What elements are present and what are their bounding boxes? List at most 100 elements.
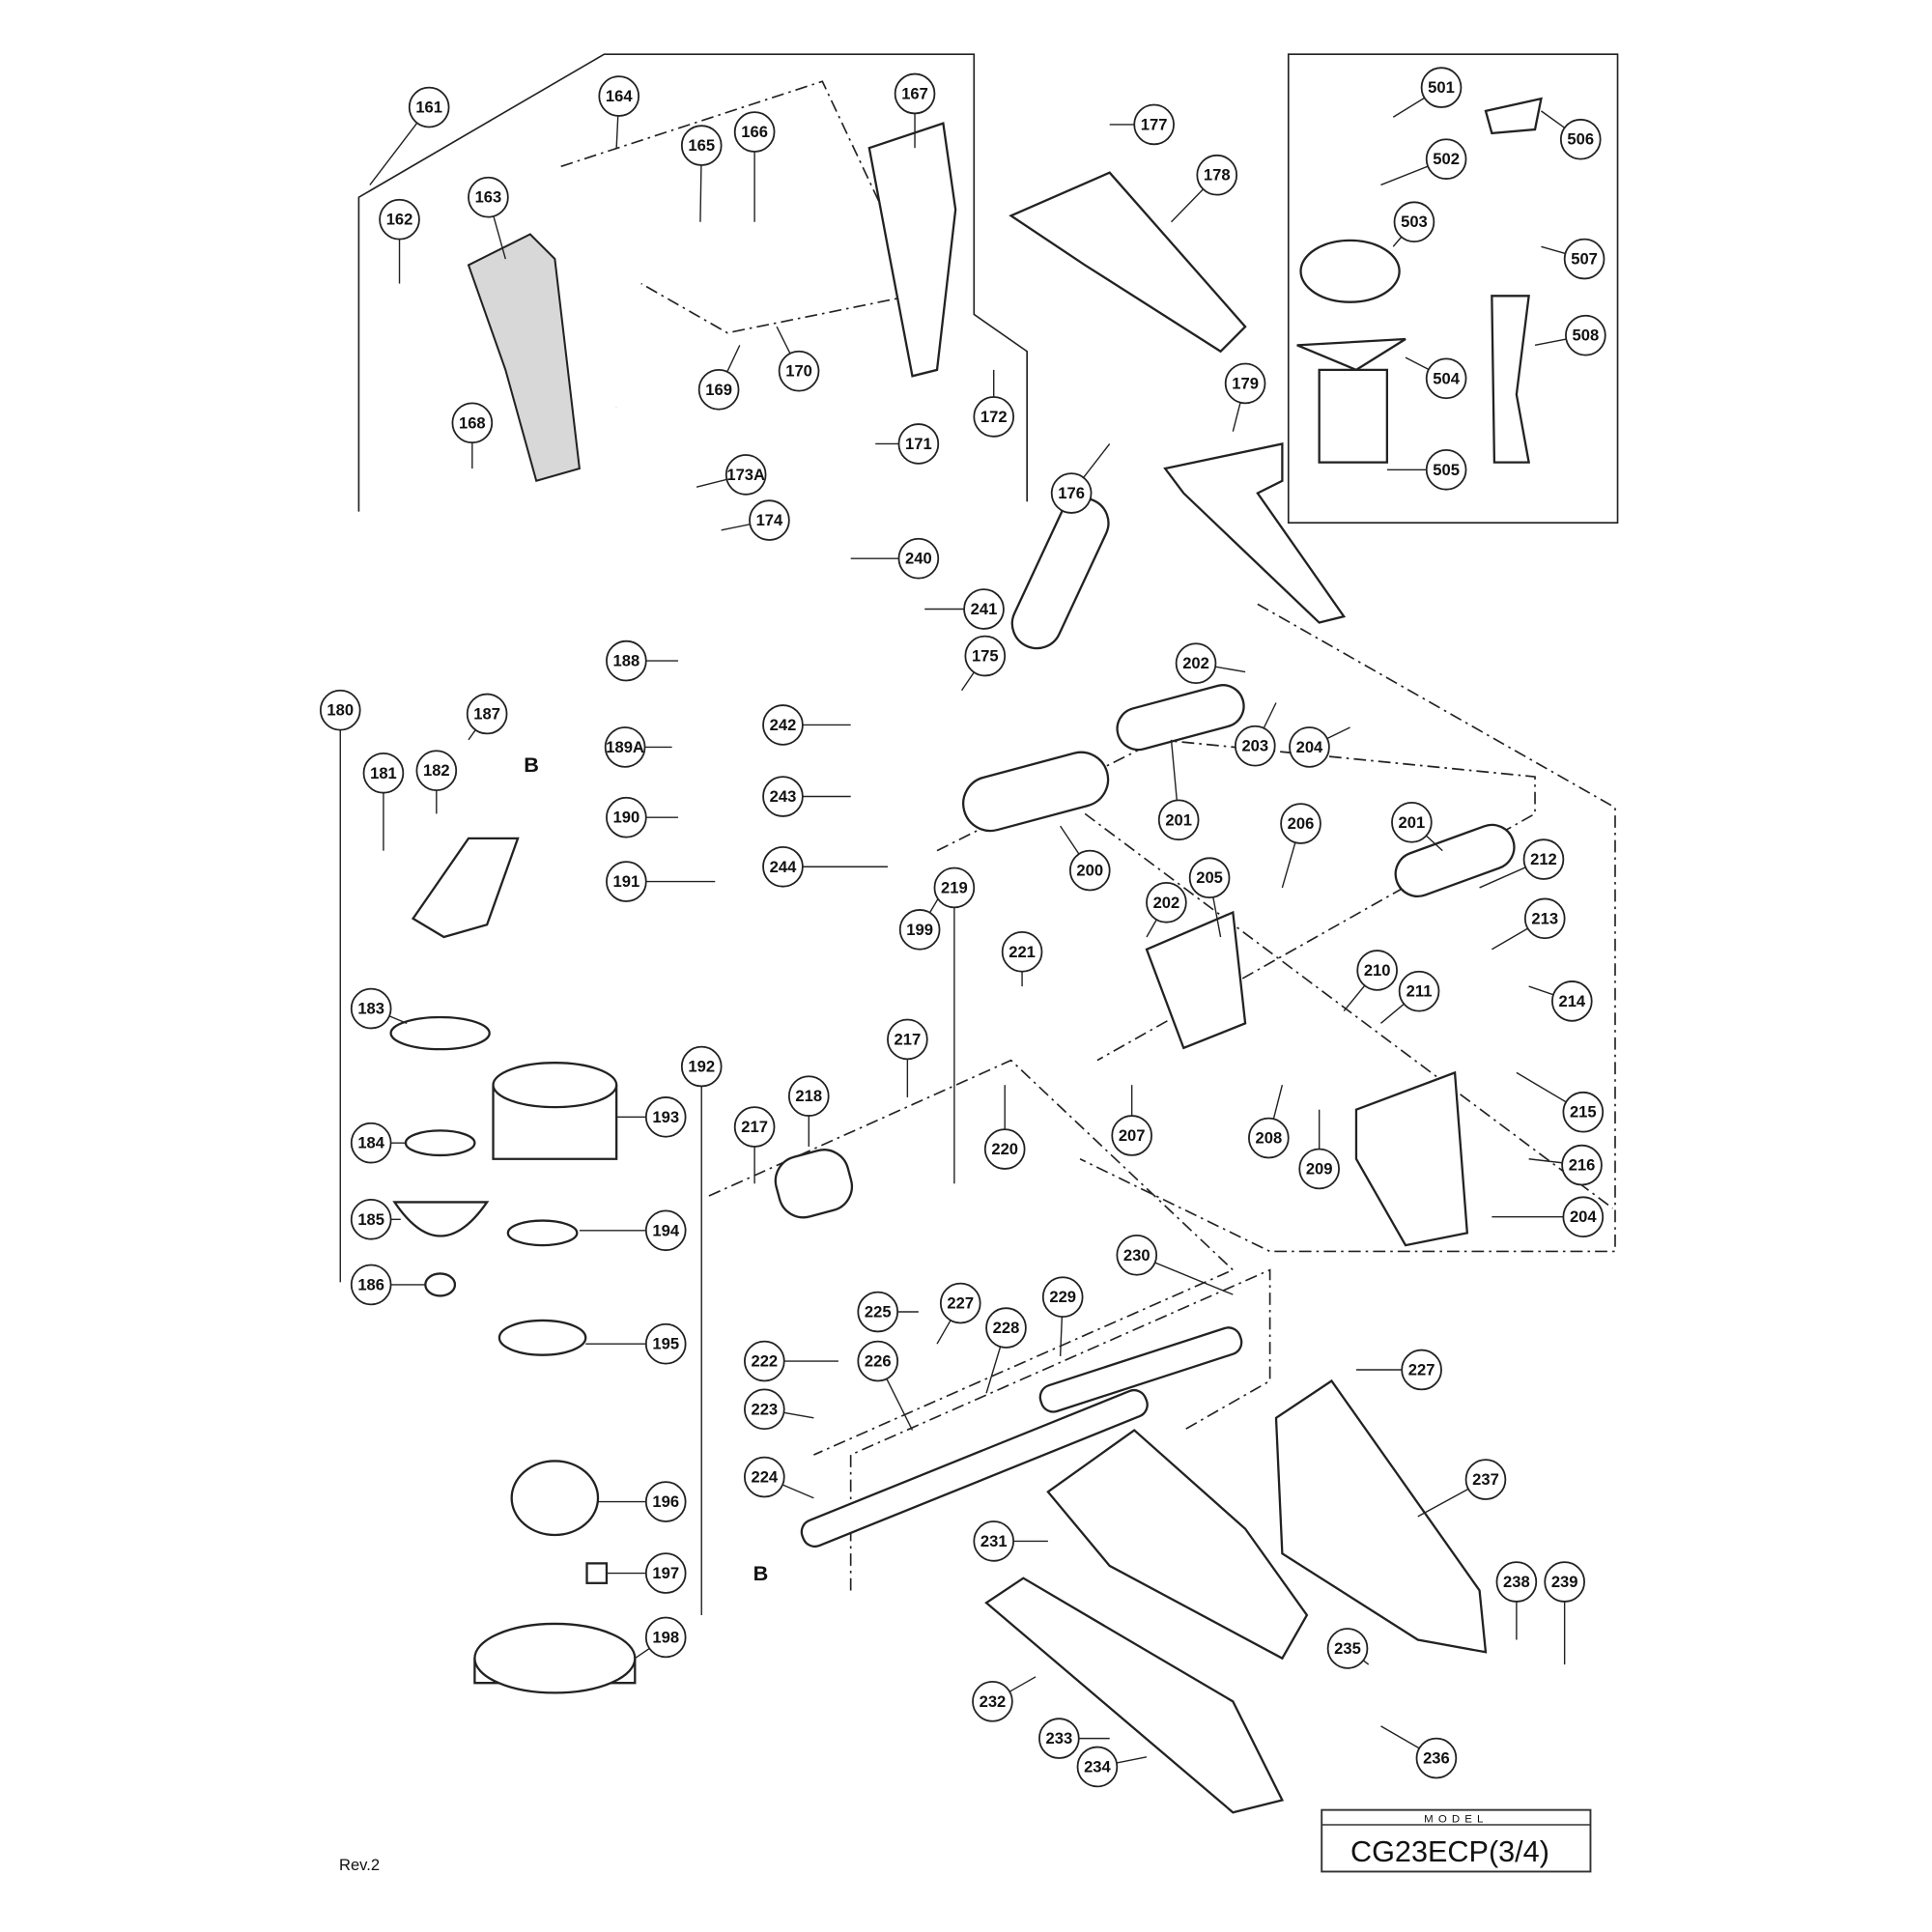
callout-circle bbox=[964, 635, 1007, 677]
callout-number: 197 bbox=[652, 1564, 679, 1582]
callout-199: 199 bbox=[898, 909, 941, 951]
callout-circle bbox=[606, 639, 647, 682]
callout-circle bbox=[939, 1282, 981, 1324]
callout-circle bbox=[1157, 799, 1200, 841]
callout-number: 166 bbox=[741, 123, 768, 141]
callout-circle bbox=[644, 1552, 687, 1594]
callout-circle bbox=[466, 693, 508, 735]
callout-number: 193 bbox=[652, 1108, 679, 1126]
callout-241: 241 bbox=[963, 588, 1005, 630]
callout-177: 177 bbox=[1133, 103, 1175, 146]
callout-circle bbox=[1280, 803, 1321, 844]
callout-number: 508 bbox=[1573, 327, 1600, 345]
callout-circle bbox=[408, 86, 450, 128]
callout-number: 228 bbox=[993, 1319, 1020, 1337]
callout-circle bbox=[606, 861, 647, 902]
callout-number: 204 bbox=[1296, 738, 1323, 756]
callout-circle bbox=[1425, 448, 1467, 491]
callout-circle bbox=[1522, 838, 1565, 880]
washer-183-part bbox=[389, 1015, 491, 1051]
callout-number: 171 bbox=[905, 435, 932, 453]
callout-circle bbox=[1001, 931, 1043, 973]
callout-number: 215 bbox=[1570, 1103, 1597, 1122]
callout-number: 214 bbox=[1558, 992, 1585, 1010]
callout-number: 234 bbox=[1084, 1757, 1111, 1776]
callout-207: 207 bbox=[1111, 1115, 1152, 1156]
callout-number: 233 bbox=[1046, 1729, 1073, 1747]
callout-number: 210 bbox=[1364, 961, 1391, 980]
callout-circle bbox=[897, 537, 940, 580]
callout-503: 503 bbox=[1393, 201, 1435, 243]
bag-505-part bbox=[1318, 368, 1389, 464]
callout-number: 232 bbox=[980, 1692, 1007, 1711]
callout-number: 203 bbox=[1241, 737, 1268, 755]
callout-219: 219 bbox=[933, 867, 976, 909]
handle-cover-part bbox=[867, 122, 957, 378]
callout-circle bbox=[1401, 1349, 1442, 1391]
callout-186: 186 bbox=[350, 1264, 392, 1306]
callout-187: 187 bbox=[466, 693, 508, 735]
callout-242: 242 bbox=[762, 704, 804, 746]
divider-line bbox=[1084, 812, 1613, 1209]
callout-507: 507 bbox=[1563, 238, 1605, 280]
callout-number: 168 bbox=[459, 413, 486, 432]
boundaries bbox=[357, 53, 1619, 1591]
callout-235: 235 bbox=[1326, 1628, 1369, 1669]
callout-circle bbox=[762, 704, 804, 746]
callout-number: 227 bbox=[947, 1294, 974, 1313]
callout-number: 167 bbox=[901, 85, 928, 103]
callout-number: 237 bbox=[1472, 1470, 1499, 1489]
callout-circle bbox=[606, 796, 647, 838]
callout-196: 196 bbox=[644, 1481, 687, 1522]
callout-204: 204 bbox=[1562, 1196, 1605, 1238]
callout-number: 207 bbox=[1119, 1126, 1146, 1145]
callout-number: 222 bbox=[751, 1352, 778, 1371]
callout-number: 501 bbox=[1428, 78, 1455, 97]
engine-mount-boundary bbox=[1079, 603, 1616, 1253]
callout-number: 177 bbox=[1141, 115, 1168, 133]
callout-circle bbox=[1561, 1144, 1603, 1186]
callout-163: 163 bbox=[468, 176, 509, 218]
callout-circle bbox=[1425, 138, 1467, 180]
callout-178: 178 bbox=[1196, 154, 1238, 196]
callout-189A: 189A bbox=[604, 726, 646, 768]
throttle-handle-part bbox=[467, 233, 581, 483]
callout-circle bbox=[1562, 1091, 1605, 1133]
callout-216: 216 bbox=[1561, 1144, 1603, 1186]
callout-number: 213 bbox=[1531, 909, 1558, 927]
callout-number: 507 bbox=[1571, 250, 1598, 269]
callout-circle bbox=[1133, 103, 1175, 146]
clamp-group-boundary bbox=[708, 1059, 1235, 1456]
callout-221: 221 bbox=[1001, 931, 1043, 973]
callout-231: 231 bbox=[973, 1520, 1015, 1562]
callout-number: 186 bbox=[357, 1275, 384, 1293]
callout-circle bbox=[362, 752, 405, 794]
callout-167: 167 bbox=[894, 72, 936, 115]
callout-172: 172 bbox=[973, 396, 1015, 438]
callout-circle bbox=[1326, 1628, 1369, 1669]
callout-217: 217 bbox=[887, 1018, 928, 1061]
callout-circle bbox=[933, 867, 976, 909]
nut-186-part bbox=[424, 1272, 457, 1297]
callout-circle bbox=[1076, 1746, 1119, 1788]
callout-circle bbox=[898, 909, 941, 951]
callout-176: 176 bbox=[1050, 472, 1093, 514]
callout-240: 240 bbox=[897, 537, 940, 580]
callout-211: 211 bbox=[1398, 970, 1440, 1012]
callout-number: 506 bbox=[1567, 130, 1594, 149]
callout-218: 218 bbox=[787, 1075, 830, 1117]
callout-number: 226 bbox=[865, 1352, 892, 1371]
callout-number: 164 bbox=[606, 87, 633, 105]
callout-number: 178 bbox=[1204, 166, 1231, 185]
callout-number: 162 bbox=[386, 211, 413, 229]
callout-175: 175 bbox=[964, 635, 1007, 677]
callout-164: 164 bbox=[598, 75, 640, 117]
callout-circle bbox=[644, 1481, 687, 1522]
callout-number: 243 bbox=[770, 787, 797, 806]
callout-185: 185 bbox=[350, 1198, 392, 1240]
callout-number: 244 bbox=[770, 858, 797, 876]
spring-194-part bbox=[506, 1219, 579, 1247]
callout-203: 203 bbox=[1234, 724, 1276, 767]
callout-circle bbox=[744, 1340, 785, 1382]
